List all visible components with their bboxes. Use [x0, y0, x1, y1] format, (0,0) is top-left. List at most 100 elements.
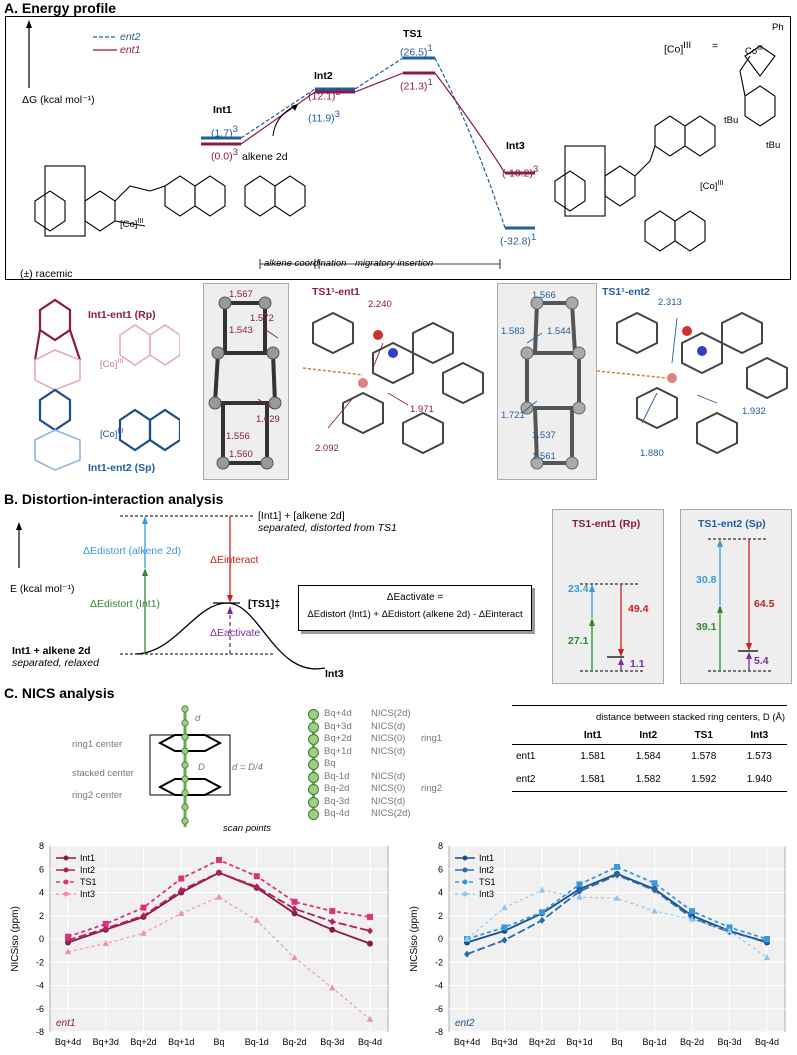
x-tick-label: Bq+3d	[491, 1037, 517, 1047]
scan-point-nics: NICS(d)	[371, 720, 406, 732]
data-point	[651, 880, 658, 887]
scan-point-dot	[308, 709, 319, 720]
table-cell: ent2	[516, 774, 536, 785]
data-point	[102, 925, 109, 933]
table-cell: 1.582	[635, 774, 661, 785]
ent1-dist-4: 1.556	[226, 431, 250, 442]
scan-point-dot	[308, 746, 319, 758]
scan-point-nics: NICS(d)	[371, 795, 406, 807]
data-point	[253, 916, 260, 923]
int1-ent2-co: [Co]III	[100, 428, 124, 441]
legend-marker	[462, 855, 468, 861]
data-point	[102, 940, 109, 947]
data-point	[291, 898, 298, 905]
data-point	[539, 916, 545, 924]
panel-ent2-alkene: 30.8	[696, 574, 717, 586]
legend-marker	[462, 891, 468, 897]
stage-alkene-coordination: alkene coordination	[264, 258, 347, 269]
data-point	[291, 954, 298, 961]
scan-point-dot	[308, 809, 319, 820]
legend-ent1: ent1	[120, 44, 141, 56]
ent2-dist-4: 1.721	[501, 410, 525, 421]
equation-bottom: ΔEdistort (Int1) + ΔEdistort (alkene 2d)…	[307, 609, 523, 620]
ring2-center-label: ring2 center	[72, 790, 123, 801]
panel-ent2-activate: 5.4	[754, 655, 769, 667]
scan-point-dot	[308, 796, 319, 808]
int1-structures	[33, 298, 180, 471]
ent1-dist-6: 1.560	[229, 449, 253, 460]
ent2-dist-3: 1.544	[547, 326, 571, 337]
table-cell: 1.581	[580, 751, 606, 762]
data-point	[216, 869, 222, 877]
x-tick-label: Bq+1d	[168, 1037, 194, 1047]
ent2-dist-6: 1.561	[532, 451, 556, 462]
ts1-ent2-energy-panel	[680, 509, 792, 684]
y-tick-label: -6	[36, 1004, 44, 1014]
stage-migratory-insertion: migratory insertion	[355, 258, 434, 269]
panel-ent1-int1: 27.1	[568, 635, 589, 647]
y-tick-label: -8	[435, 1027, 443, 1037]
table-cell: 1.584	[635, 751, 661, 762]
scan-point-dot	[308, 734, 319, 745]
data-point	[253, 883, 260, 891]
stacked-center-label: stacked center	[72, 768, 134, 779]
activation-equation-box: ΔEactivate = ΔEdistort (Int1) + ΔEdistor…	[298, 585, 532, 631]
data-point	[501, 936, 508, 944]
ent1-dist-7: 2.240	[368, 299, 392, 310]
ent1-dist-5: 1.629	[256, 414, 280, 425]
data-point	[140, 912, 147, 920]
y-tick-label: -6	[435, 1004, 443, 1014]
ent2-dist-1: 1.566	[532, 290, 556, 301]
scan-point-nics: NICS(0)	[371, 783, 406, 794]
int1-ent2-caption: Int1-ent2 (Sp)	[88, 462, 156, 474]
ent1-dist-1: 1.567	[229, 289, 253, 300]
scan-point-bq: Bq+3d	[324, 720, 352, 732]
int2-ent1-value: (12.1)3	[308, 87, 341, 103]
series-line-int3	[466, 889, 768, 959]
scan-point-dot	[308, 721, 319, 733]
data-point	[140, 929, 147, 936]
data-point	[464, 950, 470, 958]
ent2-dist-8: 1.932	[742, 406, 766, 417]
y-tick-label: 4	[438, 888, 443, 898]
bottom-level-label: Int1 + alkene 2d	[12, 645, 91, 657]
y-tick-label: 8	[438, 841, 443, 851]
legend-marker	[462, 879, 468, 885]
scan-point-bq: Bq-1d	[324, 770, 350, 782]
int1-ent2-value: (1.7)3	[211, 124, 238, 140]
panel-ent2-int1: 39.1	[696, 621, 717, 633]
distortion-interaction-diagram	[16, 515, 326, 670]
data-point	[178, 875, 185, 882]
data-point	[501, 904, 508, 911]
y-tick-label: 4	[39, 888, 44, 898]
distance-table: distance between stacked ring centers, D…	[512, 705, 787, 792]
data-point	[329, 926, 336, 933]
top-level-sub: separated, distorted from TS1	[258, 522, 397, 534]
table-row: ent1 1.581 1.584 1.578 1.573	[512, 745, 787, 769]
panel-ent1-interact: 49.4	[628, 603, 649, 615]
legend-label: Int3	[479, 889, 494, 899]
legend-label: Int2	[80, 865, 95, 875]
y-tick-label: 6	[438, 864, 443, 874]
interact-label: ΔEinteract	[210, 554, 259, 566]
int2-ent2-value: (11.9)3	[308, 109, 340, 125]
scan-point-nics: NICS(0)	[371, 733, 406, 744]
y-tick-label: -4	[435, 981, 443, 991]
x-tick-label: Bq+4d	[55, 1037, 81, 1047]
legend-marker	[63, 879, 69, 885]
right-struct-co: [Co]III	[700, 180, 724, 193]
catalyst-tbu1: tBu	[724, 115, 739, 126]
ent1-dist-8: 1.971	[410, 404, 434, 415]
legend-label: Int1	[479, 853, 494, 863]
state-int2-label: Int2	[314, 70, 333, 82]
panel-ent1-activate: 1.1	[630, 658, 645, 670]
table-header-blank	[512, 727, 565, 745]
y-tick-label: 0	[438, 934, 443, 944]
data-point	[291, 910, 298, 917]
x-tick-label: Bq-1d	[245, 1037, 269, 1047]
section-a-title: A. Energy profile	[4, 0, 117, 16]
ent2-dist-9: 1.880	[640, 448, 664, 459]
state-int3-label: Int3	[506, 140, 525, 152]
